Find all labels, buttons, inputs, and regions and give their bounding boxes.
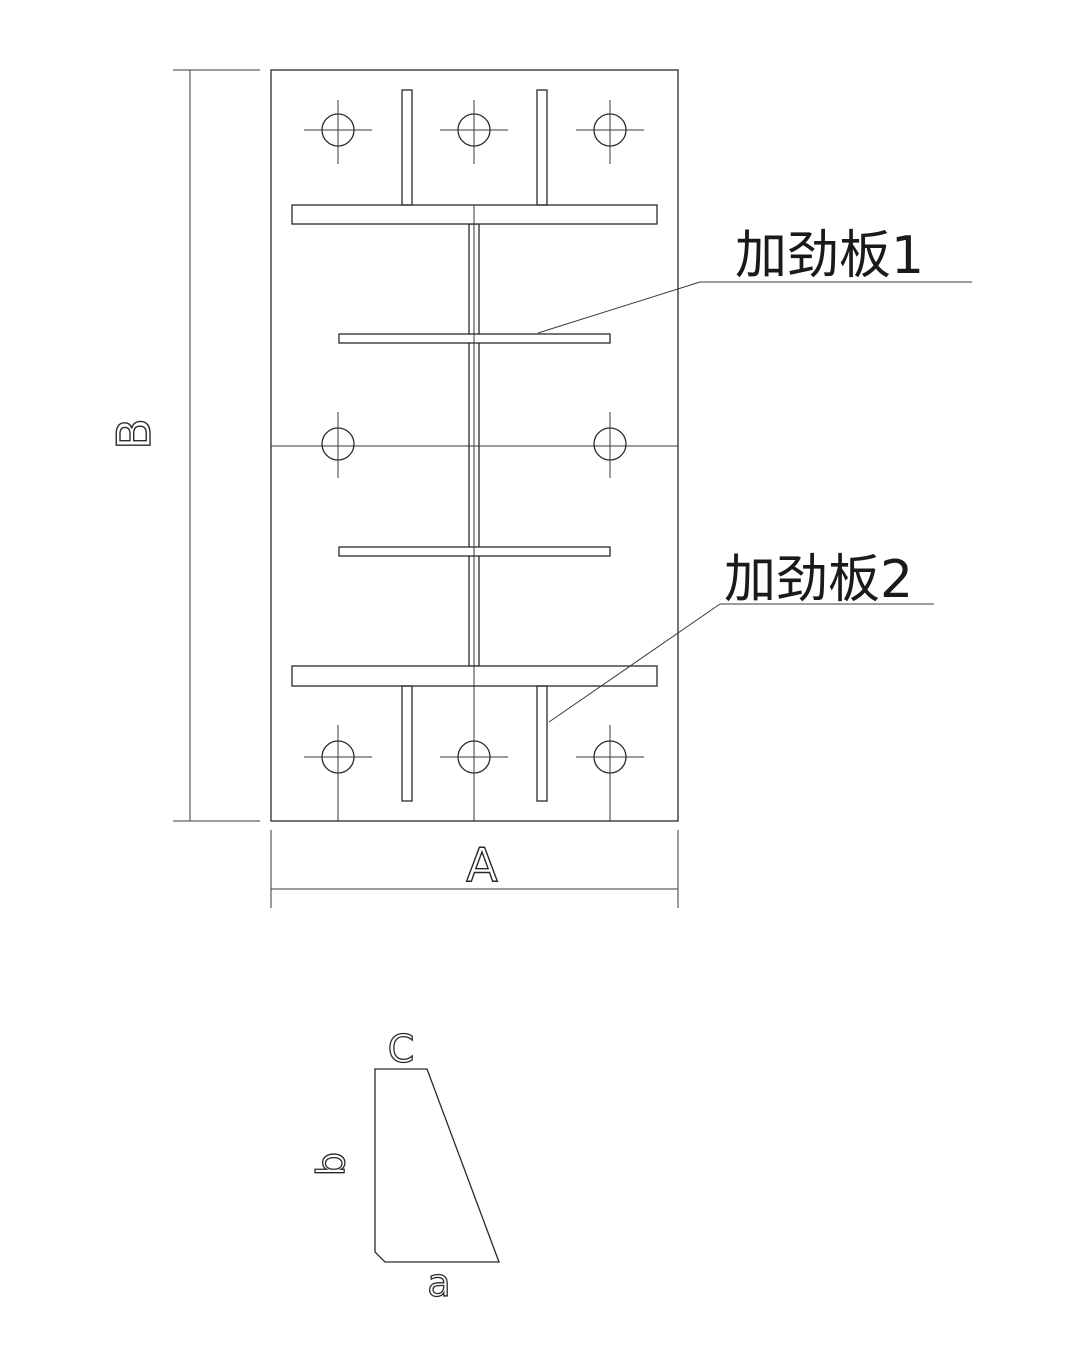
stiffener-1-label: 加劲板1 bbox=[735, 226, 924, 286]
stiffener-2-plate bbox=[536, 89, 548, 206]
detail-dim-c: C bbox=[388, 1027, 415, 1071]
stiffener-detail-shape bbox=[374, 1068, 500, 1263]
detail-dim-b: b bbox=[309, 1152, 353, 1176]
bolt-hole bbox=[321, 412, 355, 478]
stiffener-2-plate bbox=[401, 89, 413, 206]
bolt-holes bbox=[304, 100, 644, 789]
dimension-b: B bbox=[106, 69, 260, 822]
bolt-hole bbox=[576, 100, 644, 164]
bolt-hole bbox=[304, 100, 372, 164]
bolt-hole bbox=[576, 725, 644, 789]
stiffener-2-plate bbox=[401, 685, 413, 802]
bolt-hole bbox=[440, 100, 508, 164]
stiffener-1-callout: 加劲板1 bbox=[537, 226, 972, 334]
stiffener-2-callout: 加劲板2 bbox=[548, 550, 934, 723]
bolt-hole bbox=[593, 412, 627, 478]
bolt-hole bbox=[440, 725, 508, 789]
stiffener-detail: C b a bbox=[308, 1026, 500, 1306]
stiffener-2-plate bbox=[536, 685, 548, 802]
dimension-a: A bbox=[270, 830, 679, 908]
detail-dim-a: a bbox=[427, 1261, 450, 1305]
stiffener-2-label: 加劲板2 bbox=[724, 550, 913, 610]
bolt-hole bbox=[304, 725, 372, 789]
dimension-a-label: A bbox=[466, 838, 498, 892]
dimension-b-label: B bbox=[107, 418, 161, 450]
